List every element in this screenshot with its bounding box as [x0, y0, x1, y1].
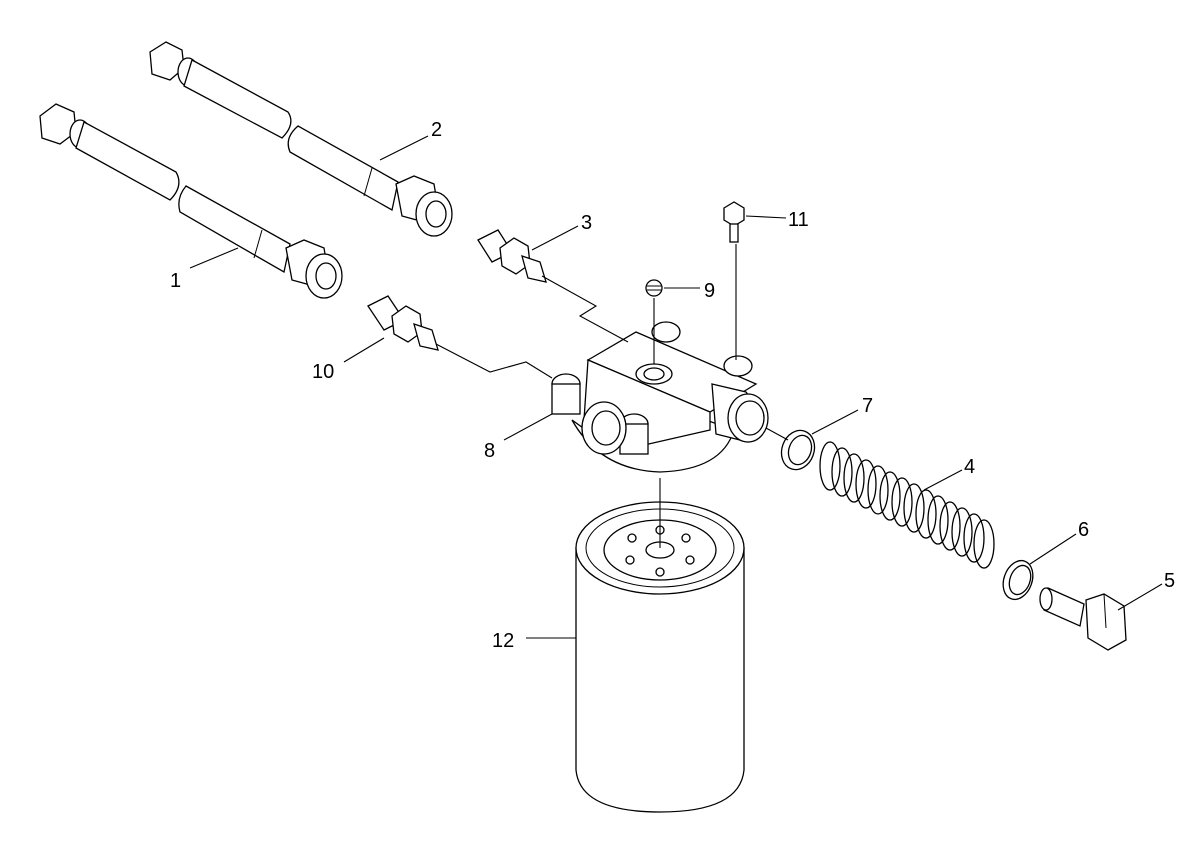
adapter-3-thread-front — [521, 254, 547, 283]
head-8-side-port-inner — [735, 400, 765, 436]
filter-12-body — [575, 547, 745, 813]
head-8-ear-rear — [651, 321, 681, 343]
plug-bolt-5-head-edge — [1103, 593, 1107, 629]
filter-12-hole-2 — [681, 533, 691, 543]
head-8-ear-right — [723, 355, 753, 377]
hose-1-front-bore-inner — [315, 262, 337, 290]
bolt-11-head — [723, 201, 745, 227]
callout-4: 4 — [964, 456, 975, 478]
washer-6-inner — [1008, 564, 1032, 596]
part-7-o-ring[interactable] — [776, 426, 820, 475]
hose-2-segment-b — [287, 125, 399, 212]
part-12-filter-cartridge[interactable] — [575, 501, 745, 813]
part-10-adapter-lower[interactable] — [367, 295, 439, 351]
callout-9: 9 — [704, 280, 715, 302]
callout-labels: 1 2 3 4 5 6 7 8 9 10 11 12 — [170, 119, 1175, 652]
callout-2: 2 — [431, 119, 442, 141]
callout-leaders — [189, 135, 1163, 639]
head-8-ear-left-body — [551, 383, 581, 415]
callout-10: 10 — [312, 361, 334, 383]
part-9-plug[interactable] — [645, 279, 663, 297]
plug-9-head — [645, 279, 663, 297]
bolt-11-shank — [729, 223, 739, 243]
callout-1: 1 — [170, 270, 181, 292]
callout-8: 8 — [484, 440, 495, 462]
part-4-spring[interactable] — [819, 441, 995, 569]
filter-12-hole-4 — [655, 567, 665, 577]
head-8-front-port-inner — [591, 410, 621, 446]
part-6-washer[interactable] — [998, 556, 1038, 603]
plug-bolt-5-shank-end — [1039, 587, 1053, 611]
part-1-hose-lower[interactable] — [39, 103, 343, 299]
hose-2-band — [363, 167, 373, 197]
callout-3: 3 — [581, 212, 592, 234]
o-ring-7-inner — [787, 434, 813, 466]
spring-4-coils — [819, 441, 995, 569]
filter-12-hole-6 — [627, 533, 637, 543]
assembly-lines — [435, 244, 789, 548]
callout-6: 6 — [1078, 519, 1089, 541]
part-11-bolt[interactable] — [723, 201, 745, 243]
hose-2-segment-a — [183, 59, 292, 139]
adapter-10-thread-front — [413, 322, 439, 351]
part-2-hose-upper[interactable] — [149, 41, 453, 237]
callout-11: 11 — [788, 209, 809, 231]
filter-12-hole-5 — [625, 555, 635, 565]
filter-12-hole-3 — [685, 555, 695, 565]
part-3-adapter-upper[interactable] — [477, 229, 547, 283]
callout-12: 12 — [492, 630, 514, 652]
callout-7: 7 — [862, 395, 873, 417]
hose-1-segment-b — [178, 185, 291, 274]
part-5-plug-bolt[interactable] — [1039, 587, 1127, 651]
hose-2-front-bore-inner — [425, 200, 447, 228]
callout-5: 5 — [1164, 570, 1175, 592]
hose-1-band — [253, 229, 263, 259]
head-8-top-boss-inner — [643, 367, 665, 381]
hose-1-segment-a — [75, 121, 180, 201]
part-8-filter-head[interactable] — [551, 321, 769, 473]
